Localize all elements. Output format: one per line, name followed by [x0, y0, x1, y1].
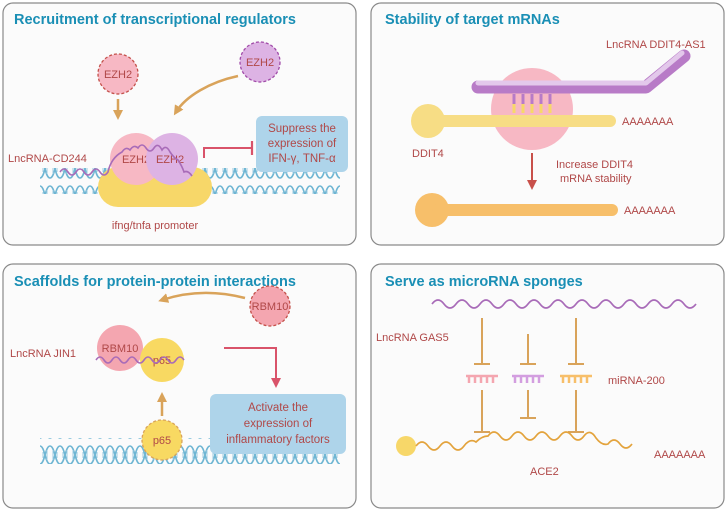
- panel-title: Serve as microRNA sponges: [385, 274, 583, 290]
- lncrna-gas5-label: LncRNA GAS5: [376, 332, 449, 344]
- ezh2-free-right-label: EZH2: [246, 57, 274, 69]
- ezh2-bound-1: [110, 133, 162, 185]
- rbm10-free-label: RBM10: [252, 301, 289, 313]
- ezh2-free-left-label: EZH2: [104, 69, 132, 81]
- lncrna-jin1-strand: [95, 356, 185, 364]
- ezh2-free-left: [97, 53, 139, 95]
- panel-title: Scaffolds for protein-protein interactio…: [14, 274, 296, 290]
- mirna-200-label: miRNA-200: [608, 375, 665, 387]
- polya-top: AAAAAAA: [622, 116, 674, 128]
- ezh2-free-right: [239, 41, 281, 83]
- panel-stability: Stability of target mRNAs LncRNA DDIT4-A…: [370, 2, 725, 246]
- rbm10-bound-label: RBM10: [102, 343, 139, 355]
- recruit-arrow-rbm10: [158, 291, 246, 303]
- mrna-ddit4-bottom: [432, 204, 618, 216]
- ddit4-label: DDIT4: [412, 148, 444, 160]
- effect-box: [210, 394, 346, 454]
- panel-scaffold: Scaffolds for protein-protein interactio…: [2, 263, 357, 509]
- effect-line-3: inflammatory factors: [226, 434, 330, 446]
- ace2-cap: [396, 436, 416, 456]
- panel-title: Stability of target mRNAs: [385, 12, 560, 28]
- lncrna-highlight: [475, 50, 685, 86]
- panel-title: Recruitment of transcriptional regulator…: [14, 12, 296, 28]
- effect-line-2: mRNA stability: [560, 173, 632, 185]
- mirna-pink: [466, 374, 498, 383]
- effect-box: [256, 116, 348, 172]
- ace2-label: ACE2: [530, 466, 559, 478]
- effect-line-1: Increase DDIT4: [556, 159, 633, 171]
- lncrna-gas5-strand: [431, 299, 697, 309]
- effect-line-1: Suppress the: [268, 123, 336, 135]
- panel-frame: [370, 263, 725, 509]
- lncrna-ddit4-as1-label: LncRNA DDIT4-AS1: [606, 39, 706, 51]
- panel-frame: [2, 263, 357, 509]
- effect-line-2: expression of: [244, 418, 313, 430]
- base-pair-ticks: [512, 94, 552, 104]
- p65-free: [141, 419, 183, 461]
- p65-bound: [140, 338, 184, 382]
- lncrna-jin1-label: LncRNA JIN1: [10, 348, 76, 360]
- mirna-yellow: [560, 374, 592, 383]
- rbm10-free: [249, 285, 291, 327]
- ezh2-bound-2-label: EZH2: [156, 154, 184, 166]
- lncrna-cd244-label: LncRNA-CD244: [8, 153, 87, 165]
- mirna-purple: [512, 374, 544, 383]
- ace2-strand: [415, 431, 633, 451]
- base-pair-ticks-bottom: [512, 104, 552, 113]
- panel-sponge: Serve as microRNA sponges LncRNA GAS5 mi…: [370, 263, 725, 509]
- mirna-inhibitors: [474, 390, 584, 433]
- polya-bottom: AAAAAAA: [624, 205, 676, 217]
- panel-recruitment: Recruitment of transcriptional regulator…: [2, 2, 357, 246]
- mrna-ddit4-top: [428, 115, 616, 127]
- effect-line-3: IFN-γ, TNF-α: [268, 153, 336, 165]
- lncrna-ddit4-as1-strand: [471, 49, 691, 94]
- effect-line-2: expression of: [268, 138, 337, 150]
- effect-line-1: Activate the: [248, 402, 308, 414]
- activation-arrow: [224, 347, 281, 388]
- ezh2-bound-1-label: EZH2: [122, 154, 150, 166]
- polya: AAAAAAA: [654, 449, 706, 461]
- promoter-label: ifng/tnfa promoter: [112, 220, 199, 232]
- rbm10-bound: [97, 325, 143, 371]
- recruit-arrow-right: [173, 74, 239, 116]
- lncrna-cd244-strand: [59, 144, 193, 177]
- inhibition-line: [203, 147, 252, 158]
- gas5-inhibitors: [474, 318, 584, 365]
- p65-free-label: p65: [153, 435, 171, 447]
